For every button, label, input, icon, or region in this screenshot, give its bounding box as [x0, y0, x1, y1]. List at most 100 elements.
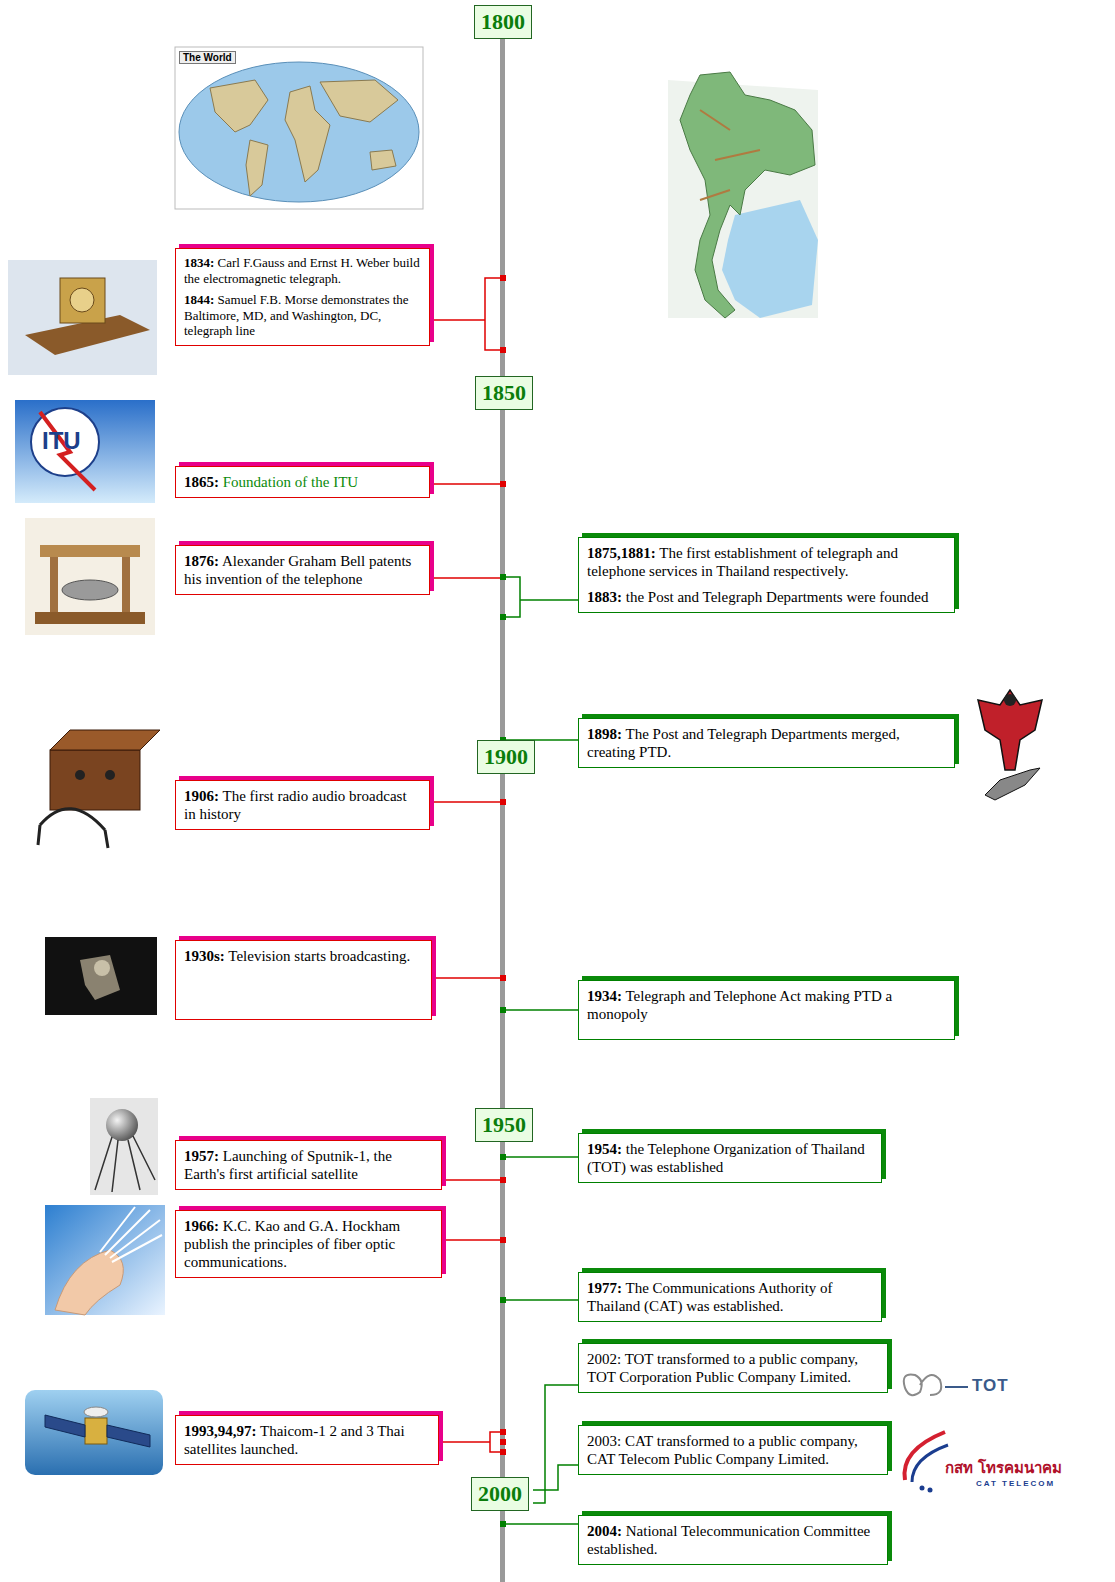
photo-ground	[25, 1390, 163, 1475]
year-label: 1850	[482, 380, 526, 406]
continent	[246, 140, 268, 196]
event-description: The Post and Telegraph Departments merge…	[587, 726, 900, 760]
event-text: 1906: The first radio audio broadcast in…	[184, 787, 421, 823]
radio-box	[50, 750, 140, 810]
event-text: 1876: Alexander Graham Bell patents his …	[184, 552, 421, 588]
satellite-picture	[25, 1390, 163, 1475]
telegraph-picture	[8, 260, 157, 375]
event-box: 1834: Carl F.Gauss and Ernst H. Weber bu…	[175, 248, 430, 346]
marker	[500, 574, 506, 580]
event-text: 1844: Samuel F.B. Morse demonstrates the…	[184, 292, 421, 339]
event-description: Telegraph and Telephone Act making PTD a…	[587, 988, 892, 1022]
event-box: 2002: TOT transformed to a public compan…	[578, 1343, 888, 1393]
event-box: 1993,94,97: Thaicom-1 2 and 3 Thai satel…	[175, 1415, 439, 1465]
leader-line	[533, 1465, 578, 1490]
event-box: 1977: The Communications Authority of Th…	[578, 1272, 882, 1322]
satellite-body	[85, 1418, 107, 1444]
wood-base	[35, 612, 145, 624]
marker	[500, 1449, 506, 1455]
marker	[500, 799, 506, 805]
event-description: the Post and Telegraph Departments were …	[622, 589, 929, 605]
headphones	[38, 809, 108, 848]
event-box: 1865: Foundation of the ITU	[175, 466, 430, 498]
leader-line	[503, 1523, 578, 1525]
event-box: 2003: CAT transformed to a public compan…	[578, 1425, 888, 1475]
leader-line	[430, 801, 503, 803]
radio-lid	[50, 730, 160, 750]
year-box: 1800	[474, 5, 532, 39]
event-description: Foundation of the ITU	[219, 474, 358, 490]
fiber-picture	[45, 1205, 165, 1315]
event-date: 1906:	[184, 788, 219, 804]
event-description: Alexander Graham Bell patents his invent…	[184, 553, 411, 587]
leader-line	[432, 977, 503, 979]
event-date: 1993,94,97:	[184, 1423, 257, 1439]
picture-text: กสท โทรคมนาคม	[945, 1460, 1062, 1477]
logo-swoosh	[912, 1445, 948, 1482]
television-picture	[45, 937, 157, 1015]
marker	[500, 975, 506, 981]
membrane	[62, 580, 118, 600]
marker	[500, 1237, 506, 1243]
event-box: 1898: The Post and Telegraph Departments…	[578, 718, 955, 768]
leader-line	[503, 1009, 578, 1011]
figure	[80, 955, 120, 1000]
event-date: 1876:	[184, 553, 219, 569]
event-date: 1954:	[587, 1141, 622, 1157]
leader-line	[503, 1299, 578, 1301]
hand	[55, 1250, 123, 1315]
event-box: 1930s: Television starts broadcasting.	[175, 940, 432, 1020]
event-date: 1966:	[184, 1218, 219, 1234]
event-text: 1875,1881: The first establishment of te…	[587, 544, 946, 580]
event-text: 1957: Launching of Sputnik-1, the Earth'…	[184, 1147, 433, 1183]
year-box: 1900	[477, 740, 535, 774]
leader-line	[430, 577, 503, 579]
continent	[285, 86, 330, 182]
event-text: 1898: The Post and Telegraph Departments…	[587, 725, 946, 761]
marker	[500, 347, 506, 353]
marker	[500, 1439, 506, 1445]
event-text: 1834: Carl F.Gauss and Ernst H. Weber bu…	[184, 255, 421, 286]
event-date: 1875,1881:	[587, 545, 656, 561]
tot-logo	[904, 1375, 968, 1396]
event-box: 1934: Telegraph and Telephone Act making…	[578, 980, 955, 1040]
event-text: 1993,94,97: Thaicom-1 2 and 3 Thai satel…	[184, 1422, 430, 1458]
photo-ground	[25, 518, 155, 635]
year-label: 1900	[484, 744, 528, 770]
leader-bracket	[503, 577, 520, 617]
event-date: 1930s:	[184, 948, 225, 964]
fibers	[100, 1207, 162, 1262]
event-date: 1934:	[587, 988, 622, 1004]
leader-line	[533, 1385, 578, 1503]
event-text: 1977: The Communications Authority of Th…	[587, 1279, 873, 1315]
logo-swirl	[904, 1375, 942, 1396]
year-box: 2000	[471, 1477, 529, 1511]
knob	[105, 770, 115, 780]
solar-panel	[107, 1425, 150, 1447]
photo-ground	[45, 937, 157, 1015]
leader-line	[430, 319, 485, 321]
event-leaders-right	[503, 577, 578, 1524]
garuda-head	[1004, 694, 1016, 706]
marker	[500, 1007, 506, 1013]
knob	[75, 770, 85, 780]
leader-line	[430, 483, 503, 485]
picture-text: The World	[179, 51, 236, 64]
post	[50, 557, 58, 612]
event-date: 2004:	[587, 1523, 622, 1539]
thailand-map	[668, 72, 818, 318]
picture-text: CAT TELECOM	[976, 1480, 1055, 1489]
device-body	[60, 278, 105, 323]
event-text: 2004: National Telecommunication Committ…	[587, 1522, 879, 1558]
event-date: 1883:	[587, 589, 622, 605]
terrain	[700, 110, 760, 200]
picture-text: TOT	[972, 1377, 1009, 1396]
event-description: the Telephone Organization of Thailand (…	[587, 1141, 865, 1175]
radio-picture	[38, 730, 160, 848]
event-date: 1977:	[587, 1280, 622, 1296]
event-text: 1966: K.C. Kao and G.A. Hockham publish …	[184, 1217, 433, 1271]
sputnik-picture	[90, 1098, 158, 1195]
hand-emblem	[985, 768, 1040, 800]
lightning	[40, 412, 95, 490]
